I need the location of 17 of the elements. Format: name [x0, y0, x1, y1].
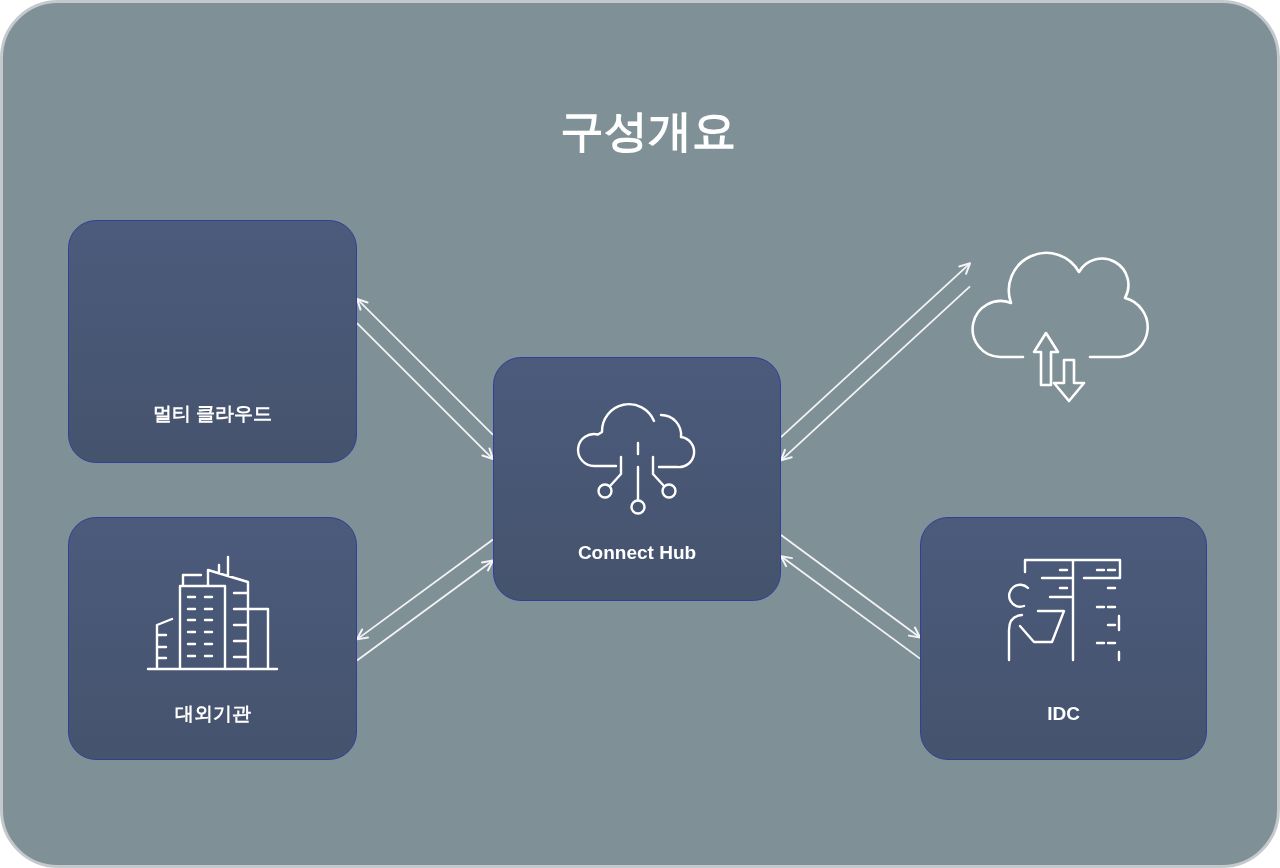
arrow — [356, 559, 494, 662]
arrow — [356, 538, 494, 641]
arrow — [356, 298, 494, 436]
rounded-box — [68, 517, 357, 760]
title: 구성개요 — [560, 104, 736, 158]
box-label: IDC — [1047, 702, 1080, 726]
box-label: Connect Hub — [577, 541, 697, 565]
rounded-box — [920, 517, 1207, 760]
rounded-box — [68, 220, 357, 463]
arrow — [780, 555, 921, 660]
arrow — [356, 322, 494, 460]
arrow — [780, 262, 971, 439]
box-label: 멀티 클라우드 — [152, 402, 273, 426]
rounded-box — [493, 357, 781, 601]
box-label: 대외기관 — [174, 702, 251, 726]
arrow — [780, 534, 921, 639]
arrow — [780, 285, 971, 462]
